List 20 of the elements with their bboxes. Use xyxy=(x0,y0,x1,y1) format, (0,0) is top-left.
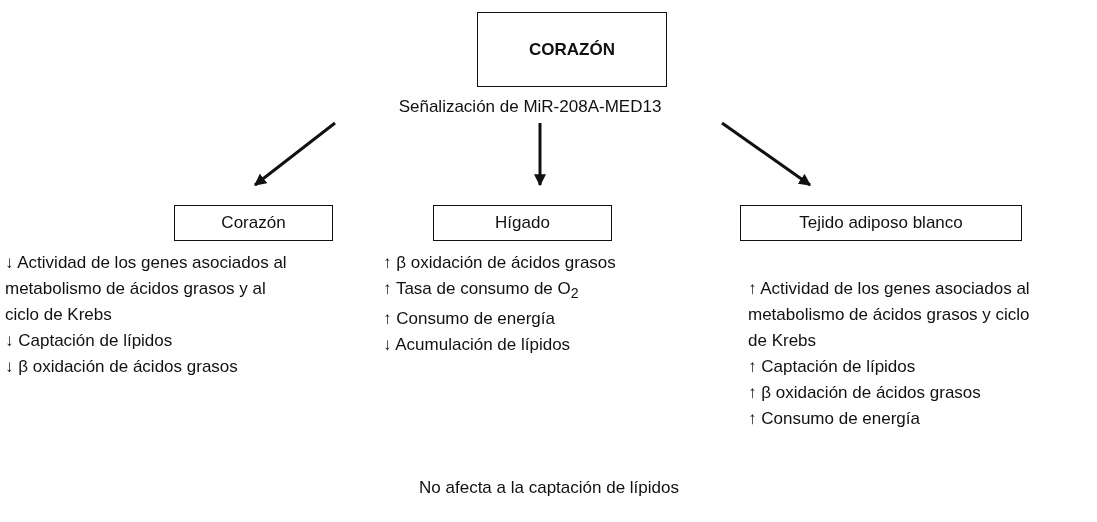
effect-text: ↑ Consumo de energía xyxy=(748,408,921,430)
signaling-text: Señalización de MiR-208A-MED13 xyxy=(325,92,735,122)
effect-text: ↑ β oxidación de ácidos grasos xyxy=(748,382,982,404)
effect-text: ↑ Tasa de consumo de O$_{2}$ xyxy=(383,278,580,304)
note-text: No afecta a la captación de lípidos xyxy=(419,478,679,498)
effect-text: ↑ β oxidación de ácidos grasos xyxy=(383,252,617,274)
organ-box: Hígado xyxy=(433,205,612,241)
organ-box: Corazón xyxy=(174,205,333,241)
title-box: CORAZÓN xyxy=(477,12,667,87)
effect-text: ↓ Captación de lípidos xyxy=(5,330,174,352)
arrow xyxy=(534,123,546,187)
effect-text: ↓ Actividad de los genes asociados al metabolismo de ácidos grasos y al ciclo de Krebs xyxy=(5,252,288,326)
arrow xyxy=(254,121,336,187)
organ-box: Tejido adiposo blanco xyxy=(740,205,1022,241)
effect-text: ↑ Consumo de energía xyxy=(383,308,556,331)
effect-text: ↓ β oxidación de ácidos grasos xyxy=(5,356,239,378)
effect-text: ↓ Acumulación de lípidos xyxy=(383,334,572,357)
arrow xyxy=(721,121,811,187)
effect-text: ↑ Actividad de los genes asociados al metabolismo de ácidos grasos y ciclo de Krebs xyxy=(748,278,1031,352)
effect-text: ↑ Captación de lípidos xyxy=(748,356,917,378)
